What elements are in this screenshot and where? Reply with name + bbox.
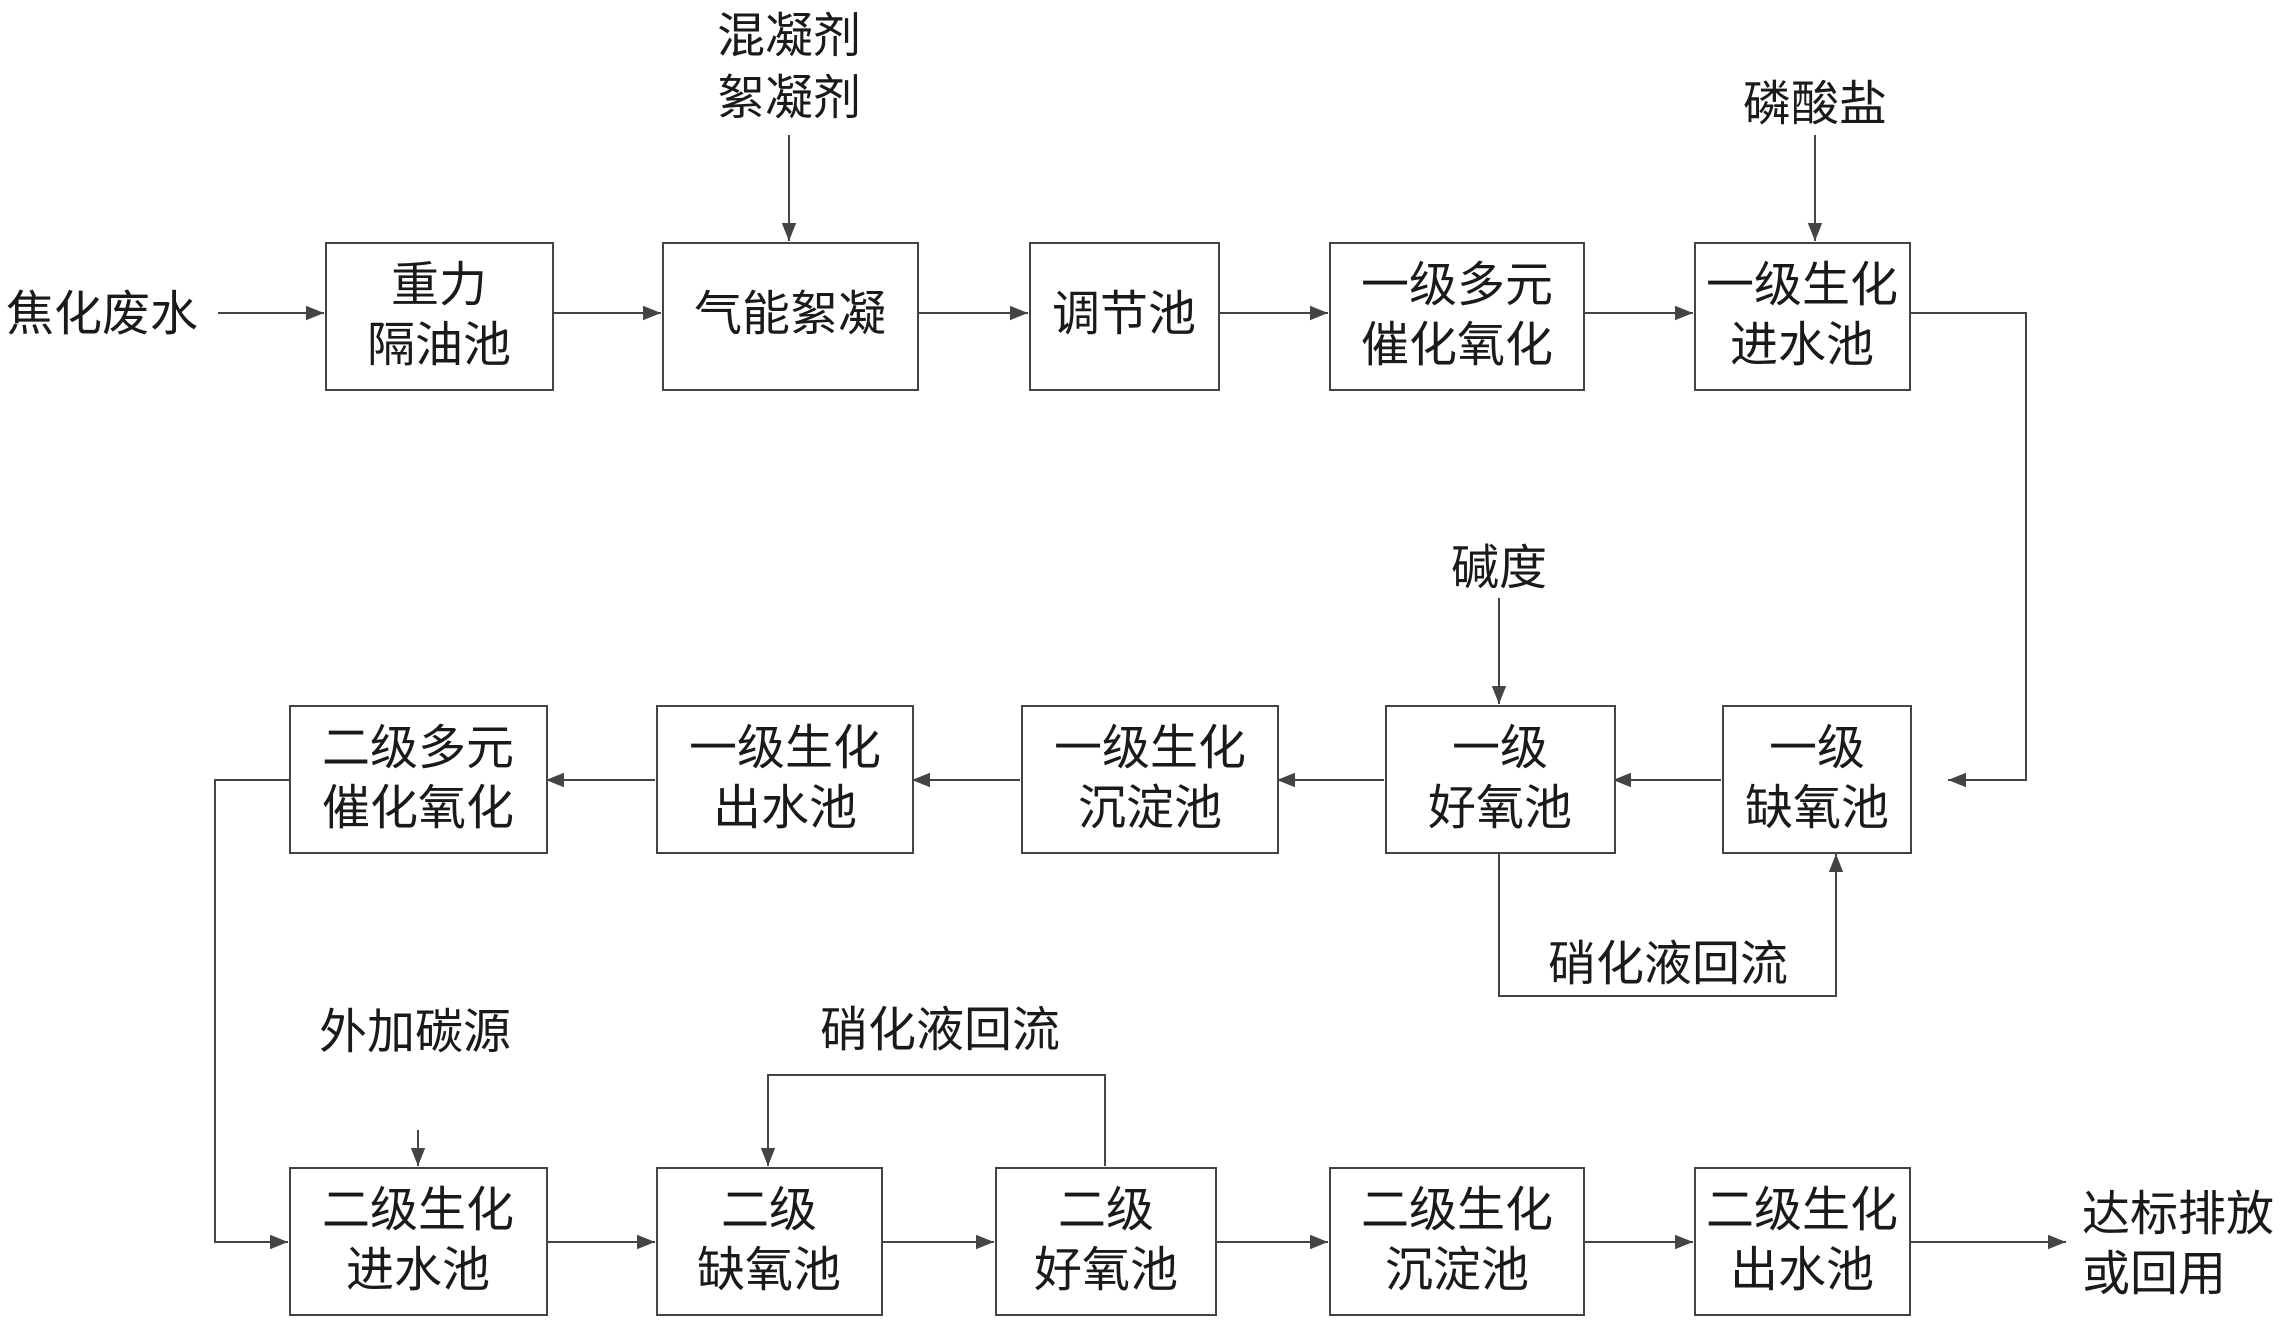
secondary-nitrification-return-line [760, 1074, 1106, 1166]
labels: 焦化废水 混凝剂 絮凝剂 磷酸盐 碱度 硝化液回流 外加碳源 硝化液回流 达标排… [6, 8, 2274, 1302]
box-primary-sedimentation-line2: 沉淀池 [1078, 780, 1222, 836]
box-secondary-bio-outlet-line2: 出水池 [1730, 1242, 1874, 1298]
coagulant-label-line2: 絮凝剂 [717, 70, 861, 126]
box-secondary-catalytic-oxidation: 二级多元 催化氧化 [289, 705, 548, 854]
connectors [214, 135, 2066, 1250]
box-secondary-sedimentation: 二级生化 沉淀池 [1329, 1167, 1585, 1316]
box-secondary-anoxic-line2: 缺氧池 [697, 1242, 841, 1298]
box-secondary-aerobic-line2: 好氧池 [1034, 1242, 1178, 1298]
box-primary-aerobic: 一级 好氧池 [1385, 705, 1616, 854]
box-primary-catalytic-oxidation-line2: 催化氧化 [1361, 317, 1553, 373]
box-primary-aerobic-line1: 一级 [1452, 720, 1548, 776]
discharge-label-line1: 达标排放 [2082, 1186, 2274, 1242]
box-primary-anoxic-line1: 一级 [1769, 720, 1865, 776]
source-label: 焦化废水 [6, 286, 198, 342]
box-secondary-catalytic-oxidation-line1: 二级多元 [322, 720, 514, 776]
box-secondary-aerobic-line1: 二级 [1058, 1182, 1154, 1238]
box-primary-anoxic: 一级 缺氧池 [1722, 705, 1912, 854]
box-gravity-oil-separator: 重力 隔油池 [325, 242, 554, 391]
primary-nitrification-return-line [1498, 854, 1844, 997]
process-boxes: 重力 隔油池 气能絮凝 调节池 一级多元 催化氧化 一级生化 进水池 一级 缺氧… [289, 242, 1912, 1316]
box-primary-aerobic-line2: 好氧池 [1428, 780, 1572, 836]
box-regulating-tank-label: 调节池 [1052, 286, 1196, 342]
box-gravity-oil-separator-line1: 重力 [391, 257, 487, 313]
box-air-flocculation-label: 气能絮凝 [694, 286, 886, 342]
box-secondary-anoxic: 二级 缺氧池 [656, 1167, 883, 1316]
box-primary-bio-inlet-line1: 一级生化 [1706, 257, 1898, 313]
carbon-source-label: 外加碳源 [319, 1004, 511, 1060]
box-primary-sedimentation-line1: 一级生化 [1054, 720, 1246, 776]
box-primary-sedimentation: 一级生化 沉淀池 [1021, 705, 1279, 854]
connector-bioinlet1-to-anoxic1 [1909, 312, 2027, 788]
box-secondary-bio-inlet-line2: 进水池 [346, 1242, 490, 1298]
box-primary-bio-inlet: 一级生化 进水池 [1694, 242, 1911, 391]
box-secondary-sedimentation-line1: 二级生化 [1361, 1182, 1553, 1238]
box-primary-bio-inlet-line2: 进水池 [1730, 317, 1874, 373]
box-primary-bio-outlet-line1: 一级生化 [689, 720, 881, 776]
primary-nitrification-return-label: 硝化液回流 [1548, 936, 1788, 992]
box-secondary-anoxic-line1: 二级 [721, 1182, 817, 1238]
box-secondary-sedimentation-line2: 沉淀池 [1385, 1242, 1529, 1298]
box-secondary-bio-inlet-line1: 二级生化 [322, 1182, 514, 1238]
box-secondary-bio-inlet: 二级生化 进水池 [289, 1167, 548, 1316]
phosphate-label: 磷酸盐 [1743, 76, 1887, 132]
box-secondary-bio-outlet: 二级生化 出水池 [1694, 1167, 1911, 1316]
box-primary-anoxic-line2: 缺氧池 [1745, 780, 1889, 836]
box-primary-catalytic-oxidation: 一级多元 催化氧化 [1329, 242, 1585, 391]
box-gravity-oil-separator-line2: 隔油池 [367, 317, 511, 373]
box-secondary-catalytic-oxidation-line2: 催化氧化 [322, 780, 514, 836]
discharge-label-line2: 或回用 [2082, 1246, 2226, 1302]
box-air-flocculation: 气能絮凝 [662, 242, 919, 391]
coagulant-label-line1: 混凝剂 [717, 8, 861, 64]
box-primary-catalytic-oxidation-line1: 一级多元 [1361, 257, 1553, 313]
box-primary-bio-outlet: 一级生化 出水池 [656, 705, 914, 854]
box-secondary-aerobic: 二级 好氧池 [995, 1167, 1217, 1316]
box-regulating-tank: 调节池 [1029, 242, 1220, 391]
connector-catalytic2-to-bioinlet2 [214, 779, 290, 1250]
box-primary-bio-outlet-line2: 出水池 [713, 780, 857, 836]
secondary-nitrification-return-label: 硝化液回流 [820, 1002, 1060, 1058]
alkalinity-label: 碱度 [1451, 540, 1547, 596]
box-secondary-bio-outlet-line1: 二级生化 [1706, 1182, 1898, 1238]
